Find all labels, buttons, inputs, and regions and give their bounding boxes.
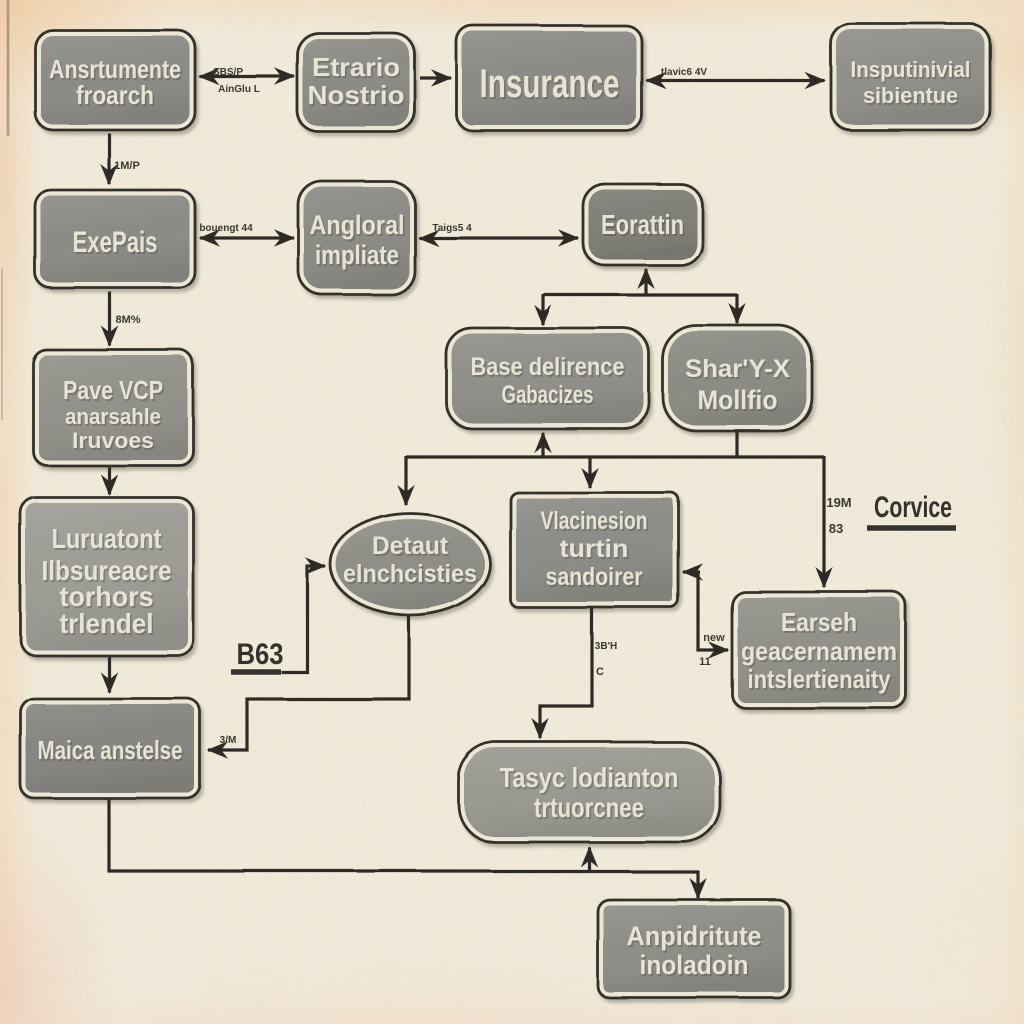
svg-text:Anpidritute: Anpidritute bbox=[628, 923, 763, 953]
svg-text:3B'H: 3B'H bbox=[595, 641, 617, 652]
svg-text:Vlacinesion: Vlacinesion bbox=[541, 507, 648, 535]
svg-text:C: C bbox=[596, 666, 604, 678]
svg-text:Maica anstelse: Maica anstelse bbox=[38, 735, 183, 765]
svg-text:sibientue: sibientue bbox=[865, 85, 960, 110]
svg-text:Ansrtumente: Ansrtumente bbox=[49, 54, 181, 84]
svg-text:3/M: 3/M bbox=[220, 735, 237, 746]
svg-text:Tasyc lodianton: Tasyc lodianton bbox=[500, 762, 679, 793]
svg-text:froarch: froarch bbox=[76, 80, 154, 110]
svg-text:Angloral: Angloral bbox=[310, 210, 405, 240]
svg-text:Luruatont: Luruatont bbox=[52, 523, 162, 554]
svg-text:Insputinivial: Insputinivial bbox=[852, 59, 972, 84]
svg-text:Nostrio: Nostrio bbox=[308, 80, 405, 110]
svg-text:Etrario: Etrario bbox=[312, 52, 400, 82]
svg-text:Iruvoes: Iruvoes bbox=[72, 428, 154, 453]
svg-text:AinGlu L: AinGlu L bbox=[218, 84, 260, 95]
svg-text:Mollfio: Mollfio bbox=[699, 387, 779, 417]
svg-text:elnchcisties: elnchcisties bbox=[345, 562, 479, 590]
svg-text:Eorattin: Eorattin bbox=[601, 209, 684, 240]
svg-text:sandoirer: sandoirer bbox=[547, 565, 644, 593]
svg-text:Detaut: Detaut bbox=[374, 534, 451, 562]
svg-text:Shar'Y-X: Shar'Y-X bbox=[685, 355, 790, 383]
svg-text:geacernamem: geacernamem bbox=[743, 638, 899, 668]
svg-text:Pave VCP: Pave VCP bbox=[63, 375, 163, 405]
svg-text:Gabacizes: Gabacizes bbox=[502, 381, 594, 409]
svg-text:19M: 19M bbox=[826, 495, 851, 510]
svg-text:trtuorcnee: trtuorcnee bbox=[536, 794, 646, 825]
svg-text:anarsahle: anarsahle bbox=[65, 404, 161, 429]
svg-text:Mollfio: Mollfio bbox=[698, 385, 778, 415]
svg-text:intslertienaity: intslertienaity bbox=[748, 664, 891, 694]
svg-text:B63: B63 bbox=[237, 638, 284, 671]
svg-text:Base delirence: Base delirence bbox=[472, 355, 626, 383]
svg-text:sibientue: sibientue bbox=[863, 83, 958, 108]
svg-text:Nostrio: Nostrio bbox=[309, 82, 406, 112]
svg-text:SBS/P: SBS/P bbox=[213, 67, 243, 78]
svg-text:trlendel: trlendel bbox=[60, 608, 154, 639]
svg-text:tlavic6 4V: tlavic6 4V bbox=[661, 67, 707, 78]
svg-text:turtin: turtin bbox=[561, 537, 630, 565]
svg-text:Earseh: Earseh bbox=[783, 609, 859, 639]
svg-text:Tasyc lodianton: Tasyc lodianton bbox=[501, 764, 680, 795]
svg-text:Shar'Y-X: Shar'Y-X bbox=[687, 357, 792, 385]
svg-text:1M/P: 1M/P bbox=[114, 160, 140, 172]
svg-text:impliate: impliate bbox=[315, 240, 399, 270]
svg-text:Pave VCP: Pave VCP bbox=[65, 377, 165, 407]
svg-text:Ilbsureacre: Ilbsureacre bbox=[42, 555, 172, 586]
svg-text:Insurance: Insurance bbox=[481, 64, 621, 108]
svg-text:inoladoin: inoladoin bbox=[641, 952, 750, 982]
svg-text:froarch: froarch bbox=[78, 82, 156, 112]
svg-text:11: 11 bbox=[699, 656, 711, 668]
svg-text:Earseh: Earseh bbox=[781, 607, 857, 637]
svg-text:Vlacinesion: Vlacinesion bbox=[542, 509, 649, 537]
svg-text:trtuorcnee: trtuorcnee bbox=[534, 792, 644, 823]
svg-text:geacernamem: geacernamem bbox=[741, 636, 897, 666]
svg-text:turtin: turtin bbox=[560, 535, 629, 563]
svg-text:ExePais: ExePais bbox=[74, 228, 159, 261]
svg-text:sandoirer: sandoirer bbox=[546, 563, 643, 591]
svg-text:Insurance: Insurance bbox=[480, 62, 620, 106]
svg-text:Angloral: Angloral bbox=[311, 212, 406, 242]
svg-text:Ansrtumente: Ansrtumente bbox=[51, 56, 183, 86]
svg-text:bouengt 44: bouengt 44 bbox=[199, 223, 253, 234]
svg-text:Taigs5 4: Taigs5 4 bbox=[432, 223, 472, 234]
svg-text:Insputinivial: Insputinivial bbox=[851, 57, 971, 82]
svg-text:83: 83 bbox=[829, 521, 843, 536]
svg-text:inoladoin: inoladoin bbox=[640, 950, 749, 980]
svg-text:Corvice: Corvice bbox=[874, 491, 952, 524]
svg-text:Maica anstelse: Maica anstelse bbox=[39, 737, 184, 767]
svg-text:Etrario: Etrario bbox=[314, 54, 402, 84]
svg-text:Anpidritute: Anpidritute bbox=[627, 921, 762, 951]
svg-text:intslertienaity: intslertienaity bbox=[749, 666, 892, 696]
svg-text:torhors: torhors bbox=[61, 583, 155, 614]
svg-text:8M%: 8M% bbox=[115, 314, 140, 326]
svg-text:Iruvoes: Iruvoes bbox=[74, 430, 156, 455]
svg-text:Detaut: Detaut bbox=[372, 532, 449, 560]
svg-text:impliate: impliate bbox=[317, 242, 401, 272]
svg-text:anarsahle: anarsahle bbox=[67, 406, 163, 431]
svg-text:Gabacizes: Gabacizes bbox=[503, 383, 595, 411]
svg-text:new: new bbox=[703, 632, 725, 644]
svg-text:Ilbsureacre: Ilbsureacre bbox=[43, 557, 173, 588]
svg-text:Eorattin: Eorattin bbox=[603, 211, 686, 242]
svg-text:ExePais: ExePais bbox=[73, 226, 158, 259]
svg-text:Luruatont: Luruatont bbox=[53, 525, 163, 556]
svg-text:trlendel: trlendel bbox=[61, 610, 155, 641]
svg-text:torhors: torhors bbox=[60, 581, 154, 612]
svg-text:Base delirence: Base delirence bbox=[471, 353, 625, 381]
svg-text:elnchcisties: elnchcisties bbox=[343, 560, 477, 588]
